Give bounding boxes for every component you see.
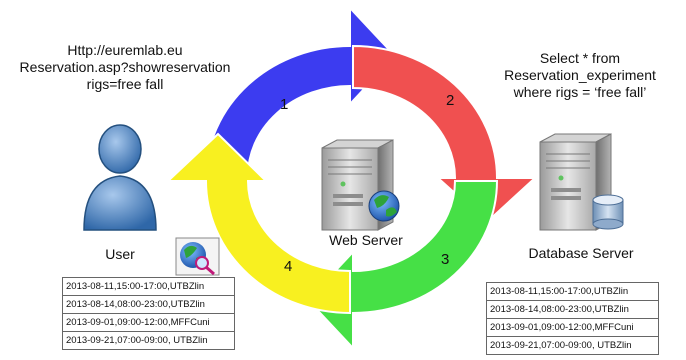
- user-label: User: [105, 246, 135, 262]
- user-icon: [83, 124, 157, 231]
- table-row: 2013-09-01,09:00-12:00,MFFCuni: [63, 314, 235, 332]
- database-server-label: Database Server: [528, 245, 634, 261]
- arrow-3: [306, 180, 499, 351]
- step-label-2: 2: [446, 92, 454, 109]
- table-row: 2013-08-14,08:00-23:00,UTBZlin: [63, 296, 235, 314]
- sql-query-line-1: Select * from: [539, 50, 621, 66]
- table-row: 2013-08-14,08:00-23:00,UTBZlin: [487, 301, 659, 319]
- result-table-right: 2013-08-11,15:00-17:00,UTBZlin 2013-08-1…: [486, 282, 659, 355]
- table-row: 2013-09-21,07:00-09:00, UTBZlin: [63, 332, 235, 350]
- globe-icon: [368, 190, 400, 222]
- step-label-1: 1: [280, 96, 288, 113]
- table-row: 2013-08-11,15:00-17:00,UTBZlin: [63, 278, 235, 296]
- step-label-3: 3: [441, 251, 449, 268]
- sql-query-label: Select * from Reservation_experiment whe…: [478, 50, 682, 101]
- globe-search-icon: [175, 237, 220, 276]
- web-server-label: Web Server: [329, 232, 403, 248]
- request-url-line-2: Reservation.asp?showreservation: [19, 59, 231, 75]
- request-url-line-1: Http://euremlab.eu: [67, 42, 183, 58]
- table-row: 2013-09-01,09:00-12:00,MFFCuni: [487, 319, 659, 337]
- request-url-label: Http://euremlab.eu Reservation.asp?showr…: [0, 42, 250, 93]
- table-row: 2013-09-21,07:00-09:00, UTBZlin: [487, 337, 659, 355]
- arrow-4: [165, 132, 351, 315]
- step-label-4: 4: [284, 258, 292, 275]
- arrow-2: [352, 44, 538, 224]
- table-row: 2013-08-11,15:00-17:00,UTBZlin: [487, 283, 659, 301]
- sql-query-line-3: where rigs = ‘free fall’: [513, 84, 647, 100]
- database-cylinder-icon: [592, 194, 624, 230]
- request-url-line-3: rigs=free fall: [86, 76, 164, 92]
- arrow-1: [204, 5, 397, 179]
- sql-query-line-2: Reservation_experiment: [504, 67, 656, 83]
- result-table-left: 2013-08-11,15:00-17:00,UTBZlin 2013-08-1…: [62, 277, 235, 350]
